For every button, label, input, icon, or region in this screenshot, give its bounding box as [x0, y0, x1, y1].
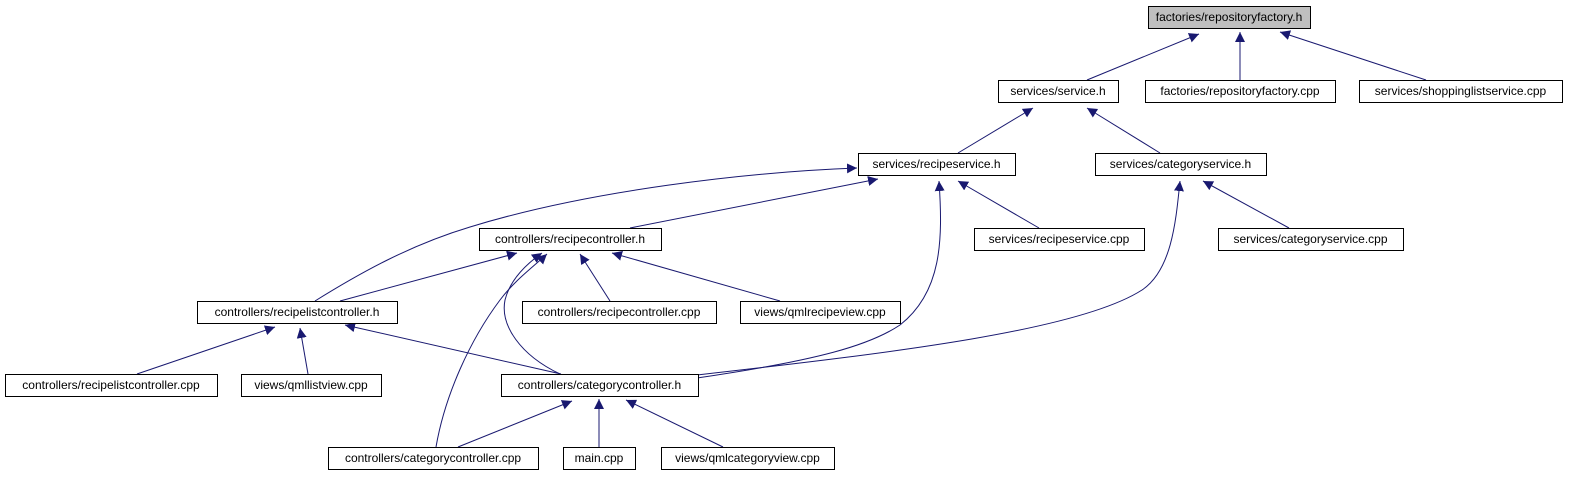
node-label: services/shoppinglistservice.cpp: [1375, 84, 1547, 98]
edge-service-h-to-repositoryfactory-h: [1086, 33, 1200, 81]
node-box: [479, 228, 662, 251]
node-box: [740, 301, 901, 324]
node-label: services/categoryservice.h: [1110, 157, 1251, 171]
edge-categorycontroller-h-to-recipeservice-h: [696, 180, 945, 379]
edge-arrow: [136, 325, 276, 375]
edge-shoppinglistservice-cpp-to-repositoryfactory-h: [1279, 30, 1427, 81]
edge-categorycontroller-h-to-categoryservice-h: [696, 180, 1184, 376]
node-recipeservice-h[interactable]: services/recipeservice.h: [858, 153, 1016, 176]
node-label: controllers/recipecontroller.cpp: [538, 305, 701, 319]
edge-recipecontroller-cpp-to-recipecontroller-h: [579, 253, 611, 302]
edge-arrow: [957, 180, 1040, 229]
edge-arrow: [296, 327, 309, 375]
node-label: controllers/recipecontroller.h: [495, 232, 645, 246]
node-qmlrecipeview-cpp[interactable]: views/qmlrecipeview.cpp: [740, 301, 901, 324]
node-box: [563, 447, 636, 470]
node-box: [974, 228, 1145, 251]
edge-arrow: [1086, 107, 1161, 154]
node-label: controllers/recipelistcontroller.h: [215, 305, 380, 319]
node-box: [5, 374, 218, 397]
node-repositoryfactory-h[interactable]: factories/repositoryfactory.h: [1148, 6, 1311, 29]
edge-arrow: [579, 253, 611, 302]
node-shoppinglistservice-cpp[interactable]: services/shoppinglistservice.cpp: [1359, 80, 1563, 103]
node-box: [197, 301, 398, 324]
node-box: [858, 153, 1016, 176]
node-label: views/qmllistview.cpp: [254, 378, 368, 392]
edge-arrow: [435, 253, 548, 448]
edge-arrow: [1279, 30, 1427, 81]
node-main-cpp[interactable]: main.cpp: [563, 447, 636, 470]
node-label: views/qmlrecipeview.cpp: [754, 305, 886, 319]
node-box: [998, 80, 1119, 103]
node-recipeservice-cpp[interactable]: services/recipeservice.cpp: [974, 228, 1145, 251]
edge-arrow: [611, 250, 781, 302]
node-qmlcategoryview-cpp[interactable]: views/qmlcategoryview.cpp: [661, 447, 835, 470]
node-recipecontroller-h[interactable]: controllers/recipecontroller.h: [479, 228, 662, 251]
node-box: [1359, 80, 1563, 103]
node-label: controllers/categorycontroller.cpp: [345, 451, 521, 465]
edge-recipeservice-h-to-service-h: [957, 107, 1034, 154]
edge-arrow: [696, 180, 1184, 376]
node-categorycontroller-h[interactable]: controllers/categorycontroller.h: [501, 374, 699, 397]
edge-arrow: [957, 107, 1034, 154]
node-box: [661, 447, 835, 470]
edge-categorycontroller-cpp-to-categorycontroller-h: [457, 400, 573, 448]
node-box: [241, 374, 382, 397]
edge-arrow: [1086, 33, 1200, 81]
edge-arrow: [503, 252, 561, 375]
node-qmllistview-cpp[interactable]: views/qmllistview.cpp: [241, 374, 382, 397]
node-box: [522, 301, 717, 324]
edge-recipelistcontroller-cpp-to-recipelistcontroller-h: [136, 325, 276, 375]
node-box: [1145, 80, 1336, 103]
node-categorycontroller-cpp[interactable]: controllers/categorycontroller.cpp: [328, 447, 539, 470]
edge-qmlcategoryview-cpp-to-categorycontroller-h: [625, 399, 724, 448]
edge-recipelistcontroller-h-to-recipeservice-h: [314, 163, 858, 302]
node-box: [1218, 228, 1404, 251]
node-label: services/service.h: [1010, 84, 1105, 98]
edge-categorycontroller-h-to-recipecontroller-h: [503, 252, 561, 375]
node-label: controllers/categorycontroller.h: [518, 378, 681, 392]
edge-arrow: [314, 163, 858, 302]
edge-arrow: [1202, 180, 1290, 229]
node-label: services/recipeservice.cpp: [989, 232, 1130, 246]
edge-categoryservice-h-to-service-h: [1086, 107, 1161, 154]
node-repositoryfactory-cpp[interactable]: factories/repositoryfactory.cpp: [1145, 80, 1336, 103]
edge-recipelistcontroller-h-to-recipecontroller-h: [339, 250, 518, 302]
node-box: [328, 447, 539, 470]
edge-qmllistview-cpp-to-recipelistcontroller-h: [296, 327, 309, 375]
edge-arrow: [625, 399, 724, 448]
node-label: controllers/recipelistcontroller.cpp: [22, 378, 200, 392]
edge-recipeservice-cpp-to-recipeservice-h: [957, 180, 1040, 229]
edge-categorycontroller-cpp-to-recipecontroller-h: [435, 253, 548, 448]
edge-arrow: [629, 176, 879, 229]
node-recipelistcontroller-cpp[interactable]: controllers/recipelistcontroller.cpp: [5, 374, 218, 397]
edge-qmlrecipeview-cpp-to-recipecontroller-h: [611, 250, 781, 302]
node-label: factories/repositoryfactory.h: [1156, 10, 1303, 24]
node-categoryservice-cpp[interactable]: services/categoryservice.cpp: [1218, 228, 1404, 251]
nodes: factories/repositoryfactory.h services/se…: [5, 6, 1563, 470]
edge-categoryservice-cpp-to-categoryservice-h: [1202, 180, 1290, 229]
node-label: views/qmlcategoryview.cpp: [675, 451, 820, 465]
node-label: services/categoryservice.cpp: [1233, 232, 1387, 246]
edge-arrow: [696, 180, 945, 379]
node-label: factories/repositoryfactory.cpp: [1160, 84, 1320, 98]
edges: [136, 30, 1427, 448]
edge-arrow: [339, 250, 518, 302]
node-box: [1095, 153, 1267, 176]
node-box: [1148, 6, 1311, 29]
edge-arrow: [344, 322, 562, 375]
node-service-h[interactable]: services/service.h: [998, 80, 1119, 103]
node-recipelistcontroller-h[interactable]: controllers/recipelistcontroller.h: [197, 301, 398, 324]
edge-categorycontroller-h-to-recipelistcontroller-h: [344, 322, 562, 375]
node-label: main.cpp: [575, 451, 624, 465]
edge-recipecontroller-h-to-recipeservice-h: [629, 176, 879, 229]
edge-arrow: [457, 400, 573, 448]
node-recipecontroller-cpp[interactable]: controllers/recipecontroller.cpp: [522, 301, 717, 324]
node-box: [501, 374, 699, 397]
node-label: services/recipeservice.h: [872, 157, 1000, 171]
node-categoryservice-h[interactable]: services/categoryservice.h: [1095, 153, 1267, 176]
